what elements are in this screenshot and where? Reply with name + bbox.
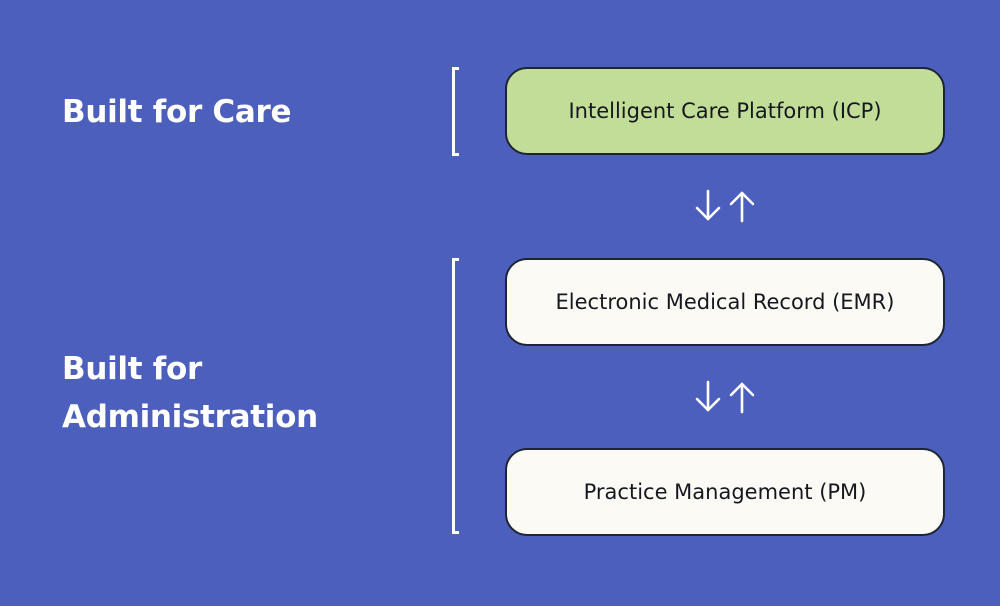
administration-group-label: Built for Administration: [62, 345, 318, 441]
admin-label-line-1: Built for: [62, 351, 202, 387]
emr-box: Electronic Medical Record (EMR): [505, 258, 945, 346]
bidirectional-arrows-icon: [695, 189, 755, 223]
care-group-label: Built for Care: [62, 88, 292, 136]
pm-box-label: Practice Management (PM): [583, 480, 867, 504]
icp-box-label: Intelligent Care Platform (ICP): [568, 99, 882, 123]
care-bracket: [452, 67, 459, 156]
down-arrow-icon: [695, 189, 721, 221]
administration-bracket: [452, 258, 459, 534]
emr-box-label: Electronic Medical Record (EMR): [555, 290, 895, 314]
up-arrow-icon: [729, 191, 755, 223]
up-arrow-icon: [729, 382, 755, 414]
admin-label-line-2: Administration: [62, 399, 318, 435]
pm-box: Practice Management (PM): [505, 448, 945, 536]
down-arrow-icon: [695, 380, 721, 412]
bidirectional-arrows-icon: [695, 380, 755, 414]
icp-box: Intelligent Care Platform (ICP): [505, 67, 945, 155]
care-label-text: Built for Care: [62, 94, 292, 130]
